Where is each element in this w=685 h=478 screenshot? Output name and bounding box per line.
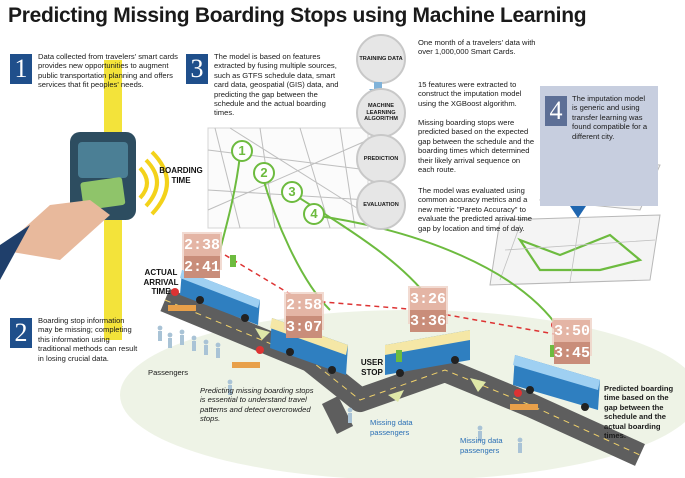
step-1-text: Data collected from travelers' smart car… [38,52,178,90]
map-marker-1: 1 [231,140,253,162]
user-stop-label: USER STOP [360,358,384,377]
map-marker-4: 4 [303,203,325,225]
flow-arrow-1 [374,82,382,90]
flow-node-ml-algorithm: MACHINE LEARNING ALGORITHM [356,88,406,138]
flow-text-ml-algorithm: 15 features were extracted to construct … [418,80,522,108]
passengers-label: Passengers [148,368,189,377]
step-4-number: 4 [545,96,567,126]
bus-stop-shelters [168,305,538,410]
time-3-bottom: 3:36 [410,310,446,332]
time-2-bottom: 3:07 [286,316,322,338]
step-3-text: The model is based on features extracted… [214,52,339,118]
missing-data-label-2: Missing data passengers [460,436,503,455]
time-2-top: 2:58 [286,294,322,316]
flow-text-prediction: Missing boarding stops were predicted ba… [418,118,535,175]
time-4-top: 3:50 [554,320,590,342]
time-1-bottom: 2:41 [184,256,220,278]
flow-node-prediction: PREDICTION [356,134,406,184]
street-map-3 [207,127,369,229]
time-4-bottom: 3:45 [554,342,590,364]
step-3-number: 3 [186,54,208,84]
map-marker-3: 3 [281,181,303,203]
step-2-number: 2 [10,318,32,348]
flow-node-training-data: TRAINING DATA [356,34,406,84]
bus-1 [180,270,260,325]
bus-4 [513,355,600,411]
map-marker-2: 2 [253,162,275,184]
boarding-time-label: BOARDING TIME [159,166,203,185]
predicted-note: Predicted boarding time based on the gap… [604,384,674,441]
missing-data-label-1: Missing data passengers [370,418,413,437]
step-1-number: 1 [10,54,32,84]
step-2-text: Boarding stop information may be missing… [38,316,138,363]
predicting-note: Predicting missing boarding stops is ess… [200,386,314,424]
time-1-top: 2:38 [184,234,220,256]
bus-3 [385,330,470,377]
step-4-text: The imputation model is generic and usin… [572,94,648,141]
flow-text-training-data: One month of a travelers' data with over… [418,38,536,57]
flow-text-evaluation: The model was evaluated using common acc… [418,186,532,233]
passenger-figures [157,325,523,453]
flow-node-evaluation: EVALUATION [356,180,406,230]
road-arrows [255,328,486,402]
card-reader-illustration [0,60,169,340]
time-3-top: 3:26 [410,288,446,310]
page-title: Predicting Missing Boarding Stops using … [8,4,587,27]
arrival-gap-line [224,254,561,336]
actual-arrival-time-label: ACTUAL ARRIVAL TIME [143,268,179,296]
